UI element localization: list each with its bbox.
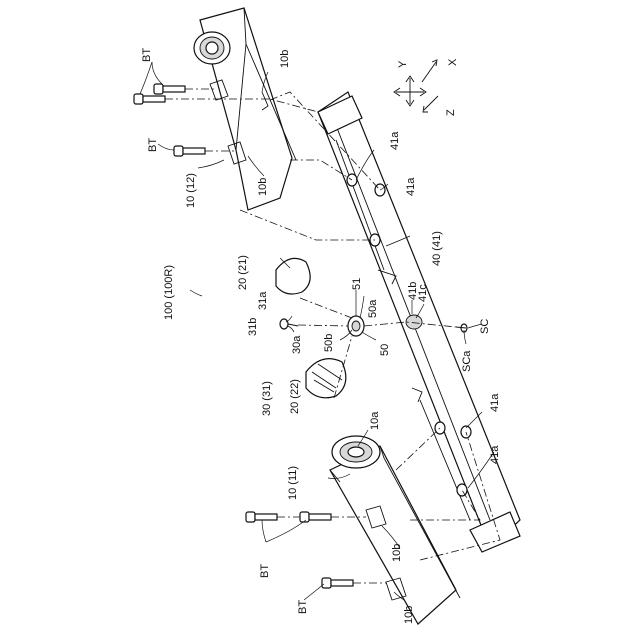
coordinate-axes: Y X Z: [394, 58, 459, 116]
label-51: 51: [351, 278, 363, 290]
label-pin: 30 (31): [261, 381, 273, 416]
label-base: 40 (41): [431, 231, 443, 266]
bolt-upper-b: [134, 94, 165, 104]
bolt-lower-a: [246, 512, 277, 522]
label-upper-body: 10 (12): [185, 173, 197, 208]
label-assembly: 100 (100R): [163, 265, 175, 320]
screw-part: [456, 324, 467, 332]
label-50a: 50a: [367, 299, 379, 318]
label-41c: 41c: [417, 284, 429, 302]
pin-part: [280, 319, 298, 329]
label-30a: 30a: [291, 335, 303, 354]
label-cap-upper: 20 (21): [237, 255, 249, 290]
label-50: 50: [379, 344, 391, 356]
label-41a-4: 41a: [489, 445, 501, 464]
label-10b-b: 10b: [257, 178, 269, 196]
label-bt-lower-a: BT: [259, 564, 271, 578]
label-10b-d: 10b: [403, 606, 415, 624]
label-10b-c: 10b: [391, 544, 403, 562]
label-bt-middle: BT: [147, 138, 159, 152]
upper-body-part: [194, 8, 296, 210]
label-31a: 31a: [257, 291, 269, 310]
bolt-lower-c: [322, 578, 353, 588]
label-10a: 10a: [369, 411, 381, 430]
label-bt-upper: BT: [141, 48, 153, 62]
bolt-upper-a: [154, 84, 185, 94]
label-sc: SC: [479, 319, 491, 334]
label-41a-1: 41a: [389, 131, 401, 150]
lower-body-part: [330, 436, 460, 624]
upper-cap-part: [276, 258, 310, 294]
label-bt-lower-b: BT: [297, 600, 309, 614]
nut-part: [348, 316, 364, 336]
label-cap-lower: 20 (22): [289, 379, 301, 414]
bolt-lower-b: [300, 512, 331, 522]
label-50b: 50b: [323, 334, 335, 352]
axis-z-label: Z: [445, 109, 457, 116]
label-41a-3: 41a: [489, 393, 501, 412]
axis-x-label: X: [447, 58, 459, 66]
axis-y-label: Y: [397, 60, 409, 68]
label-lower-body: 10 (11): [287, 466, 299, 500]
label-31b: 31b: [247, 318, 259, 336]
label-41a-2: 41a: [405, 177, 417, 196]
bolt-middle: [174, 146, 205, 156]
label-10b-a: 10b: [279, 50, 291, 68]
label-sca: SCa: [461, 350, 473, 372]
